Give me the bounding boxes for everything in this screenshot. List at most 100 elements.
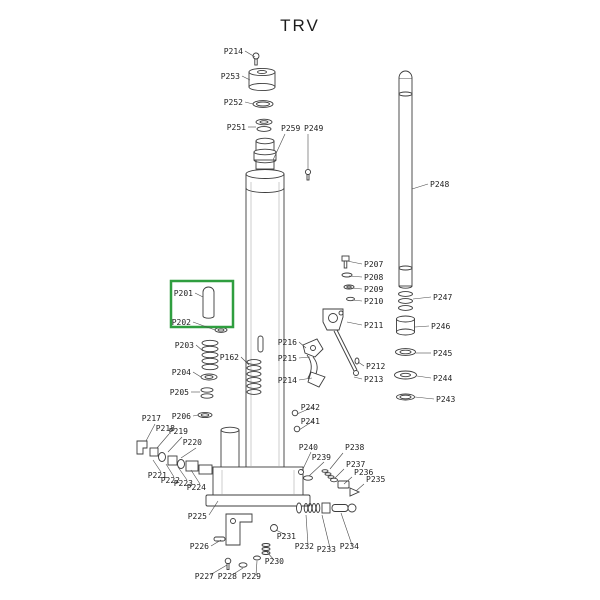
part-label-P202: P202 (172, 318, 191, 327)
leader-line-P259 (272, 133, 286, 161)
leader-line-P209 (350, 287, 363, 290)
lever-cam (307, 371, 326, 388)
part-label-P241: P241 (301, 417, 320, 426)
part-label-P219: P219 (169, 427, 188, 436)
release-valve-parts (296, 502, 357, 514)
part-label-P252: P252 (224, 98, 243, 107)
rod-retainer-ring (396, 393, 415, 401)
leader-line-P225 (208, 500, 219, 516)
link-pin (354, 357, 360, 365)
leader-line-P235 (355, 483, 365, 492)
part-label-P221: P221 (148, 471, 167, 480)
part-label-P212: P212 (366, 362, 385, 371)
part-label-P240: P240 (299, 443, 318, 452)
part-label-P249: P249 (304, 124, 323, 133)
part-label-P228: P228 (218, 572, 237, 581)
rod-seal-rings (398, 291, 413, 311)
part-label-P227: P227 (195, 572, 214, 581)
valve-bolt (341, 255, 350, 269)
rod-washer (394, 370, 417, 380)
hose-fittings (136, 440, 213, 475)
leader-line-P240 (301, 451, 312, 472)
pump-spring (201, 339, 219, 371)
part-label-P210: P210 (364, 297, 383, 306)
pump-washer (200, 373, 218, 381)
part-label-P217: P217 (142, 414, 161, 423)
part-label-P230: P230 (265, 557, 284, 566)
part-label-P246: P246 (431, 322, 450, 331)
part-label-P207: P207 (364, 260, 383, 269)
leader-line-P219 (167, 436, 183, 453)
part-label-P211: P211 (364, 321, 383, 330)
leader-line-P247 (412, 296, 432, 300)
part-label-P208: P208 (364, 273, 383, 282)
filler-cap (248, 67, 276, 92)
return-spring (246, 359, 262, 395)
part-label-P236: P236 (354, 468, 373, 477)
leader-line-P214 (244, 50, 256, 58)
part-label-P232: P232 (295, 542, 314, 551)
leader-line-P217 (145, 423, 156, 442)
leader-line-P248 (411, 183, 429, 190)
leader-line-P220 (180, 447, 197, 459)
part-label-P259: P259 (281, 124, 300, 133)
pump-cylinder (220, 426, 240, 471)
part-label-P247: P247 (433, 293, 452, 302)
leader-line-P162 (240, 356, 250, 366)
leader-line-P223 (177, 466, 188, 481)
leader-line-P203 (195, 344, 204, 352)
release-bracket (322, 308, 344, 331)
part-label-P214: P214 (278, 376, 297, 385)
leader-line-P244 (416, 375, 432, 379)
leader-line-P213 (353, 376, 363, 380)
leader-line-P215 (298, 356, 311, 359)
bottom-bracket (225, 513, 253, 546)
leader-line-P238 (329, 452, 344, 470)
leader-line-P253 (241, 75, 251, 81)
part-label-P215: P215 (278, 354, 297, 363)
part-label-P229: P229 (242, 572, 261, 581)
part-label-P214: P214 (224, 47, 243, 56)
part-label-P162: P162 (220, 353, 239, 362)
pump-pin (202, 286, 215, 319)
part-label-P235: P235 (366, 475, 385, 484)
leader-line-P236 (343, 476, 353, 485)
leader-line-P242 (296, 406, 314, 415)
part-label-P213: P213 (364, 375, 383, 384)
part-label-P204: P204 (172, 368, 191, 377)
leader-line-P204 (192, 371, 202, 378)
diagram-title: TRV (280, 16, 320, 35)
part-label-P238: P238 (345, 443, 364, 452)
part-label-P233: P233 (317, 545, 336, 554)
leader-line-P221 (152, 459, 162, 473)
pump-seals (200, 387, 214, 399)
rod-ring (395, 348, 416, 356)
part-label-P239: P239 (312, 453, 331, 462)
bracket-pin (213, 536, 226, 542)
pump-seat (197, 411, 213, 419)
part-label-P248: P248 (430, 180, 449, 189)
part-label-P224: P224 (187, 483, 206, 492)
leader-line-P207 (346, 260, 363, 265)
leader-line-P252 (244, 101, 254, 105)
part-label-P201: P201 (174, 289, 193, 298)
leader-line-P227 (209, 564, 228, 576)
bracket-screw (224, 557, 232, 570)
part-label-P223: P223 (174, 479, 193, 488)
leader-line-P237 (334, 468, 345, 479)
part-label-P253: P253 (221, 72, 240, 81)
leader-line-P230 (266, 551, 275, 561)
vent-screw (304, 168, 312, 181)
valve-stem-parts (298, 469, 361, 497)
top-bolt (252, 52, 260, 66)
leader-line-P226 (210, 539, 222, 547)
leader-line-P232 (305, 514, 309, 546)
part-label-P225: P225 (188, 512, 207, 521)
highlight-box (169, 279, 235, 329)
leader-line-P222 (165, 463, 175, 478)
part-label-P220: P220 (183, 438, 202, 447)
leader-line-P229 (255, 560, 258, 576)
part-label-P242: P242 (301, 403, 320, 412)
